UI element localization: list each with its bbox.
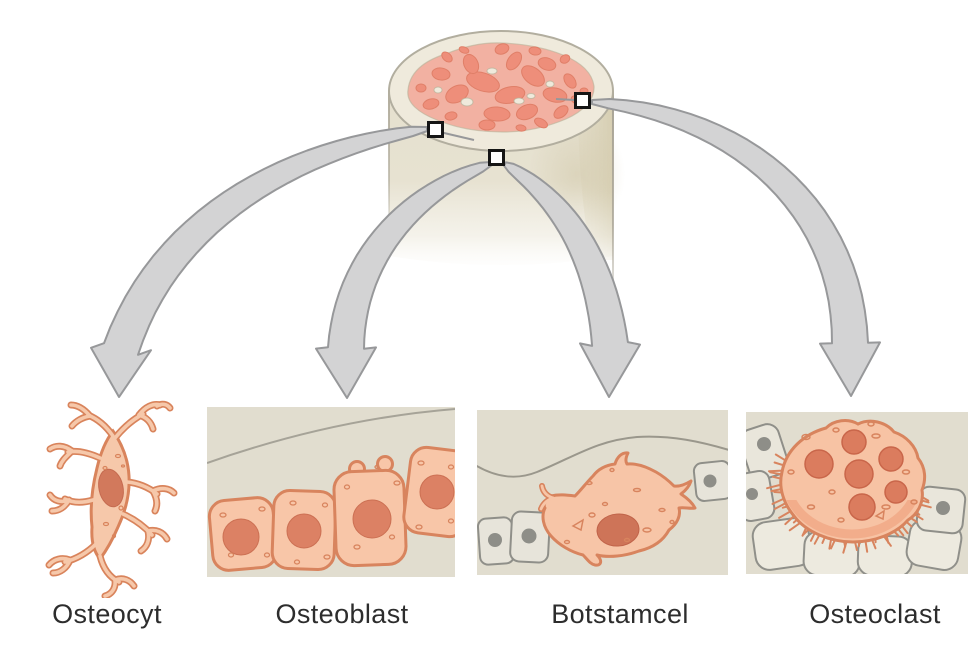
spongy-bone: [407, 42, 595, 133]
bone-cross-section-illustration: [388, 30, 625, 334]
label-botstamcel: Botstamcel: [551, 599, 689, 629]
osteoclast-illustration: [746, 412, 968, 574]
label-osteocyt: Osteocyt: [52, 599, 162, 629]
osteoblast-illustration: [207, 407, 455, 577]
zoom-marker-left: [427, 121, 444, 138]
gray-cell-nuclei: [746, 437, 950, 515]
gray-cell-nuclei: [488, 474, 717, 547]
osteoclast-nuclei: [804, 429, 908, 521]
label-osteoblast: Osteoblast: [275, 599, 409, 629]
botstamcel-cell-body: [541, 451, 697, 567]
resorption-pit-cells: [751, 517, 963, 574]
arrow-to-osteocyt: [90, 125, 429, 398]
botstamcel-illustration: [477, 410, 728, 575]
zoom-marker-bottom-center: [488, 149, 505, 166]
arrow-to-osteoclast: [590, 98, 881, 397]
zoom-marker-right: [574, 92, 591, 109]
bone-surface-line: [207, 408, 455, 464]
osteoblast-nuclei: [222, 474, 455, 556]
osteocyt-illustration: [26, 396, 206, 598]
label-osteoclast: Osteoclast: [809, 599, 941, 629]
bone-surface-wavy-line: [477, 435, 728, 478]
